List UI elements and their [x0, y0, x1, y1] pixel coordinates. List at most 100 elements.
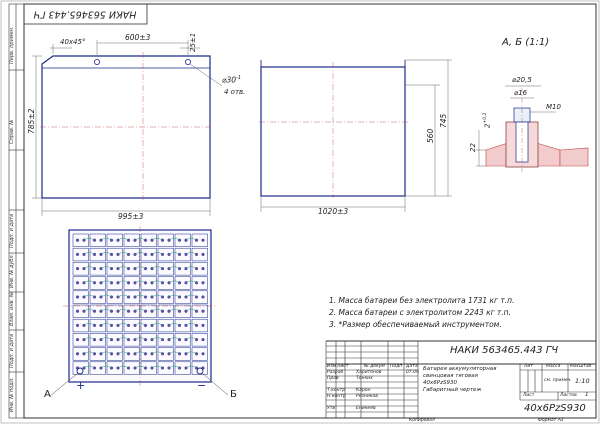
tb-date-developer: 07.09: [406, 370, 419, 375]
cell-connector: [100, 337, 112, 340]
cell-terminal: [194, 238, 199, 242]
cell-connector: [134, 252, 146, 255]
front-view: [32, 40, 223, 216]
cell-terminal: [75, 309, 80, 313]
tb-col-sign: Подп: [390, 364, 403, 369]
battery-cell: [174, 276, 191, 290]
dim-hole-diameter: ⌀30-1: [222, 76, 241, 84]
cell-connector: [100, 252, 112, 255]
battery-cell: [123, 262, 140, 276]
cell-connector: [117, 308, 129, 312]
tb-mass-value: см. примеч.: [544, 378, 572, 383]
battery-cell: [89, 233, 106, 247]
battery-cell: [123, 318, 140, 333]
cell-connector: [117, 252, 129, 255]
cell-terminal: [92, 238, 97, 242]
tb-name-norm-control: Резников: [356, 394, 378, 399]
plan-label-b: Б: [230, 389, 237, 400]
battery-cell: [89, 318, 106, 333]
battery-cell: [106, 247, 123, 262]
battery-cell: [191, 247, 208, 262]
strip-label-replace-inv: Взам. инв. №: [9, 292, 15, 326]
battery-cell: [191, 262, 208, 276]
battery-cell: [191, 304, 208, 318]
battery-cell: [123, 247, 140, 262]
battery-cell: [140, 361, 157, 375]
cell-connector: [100, 365, 112, 369]
cell-connector: [134, 365, 146, 369]
dim-hole-count: 4 отв.: [224, 88, 246, 96]
battery-cell: [174, 290, 191, 304]
cell-terminal: [75, 281, 80, 285]
cell-connector: [100, 294, 112, 298]
detail-height: 22: [469, 143, 477, 152]
cell-connector: [168, 308, 180, 312]
tb-role-checker: Пров: [327, 376, 339, 381]
cell-connector: [185, 323, 197, 326]
cell-terminal: [75, 338, 80, 342]
plan-minus-label: −: [197, 379, 207, 392]
cell-connector: [151, 337, 163, 340]
top-stamp-box: [23, 3, 148, 25]
cell-connector: [151, 237, 163, 241]
tb-scale-label: Масштаб: [570, 364, 592, 369]
cell-connector: [117, 365, 129, 369]
side-view: [259, 59, 452, 212]
cell-connector: [100, 323, 112, 326]
battery-cell: [191, 333, 208, 347]
cell-connector: [151, 252, 163, 255]
battery-cell: [140, 290, 157, 304]
cell-terminal: [75, 295, 80, 299]
battery-cell: [106, 304, 123, 318]
cell-connector: [100, 266, 112, 269]
cell-connector: [83, 252, 95, 255]
cell-connector: [185, 266, 197, 269]
cell-terminal: [201, 295, 205, 299]
battery-cell: [89, 304, 106, 318]
cell-connector: [134, 280, 146, 284]
dim-hole-spacing: 600±3: [125, 33, 151, 42]
battery-cell: [174, 361, 191, 375]
detail-thread: М10: [546, 103, 561, 111]
cell-connector: [117, 351, 129, 355]
tb-col-izm: Изм: [327, 364, 337, 369]
battery-cell: [89, 290, 106, 304]
cell-connector: [151, 294, 163, 298]
battery-cell: [157, 333, 174, 347]
detail-chamfer-tol: +0,2: [483, 112, 488, 124]
battery-cell: [106, 290, 123, 304]
battery-cell: [157, 247, 174, 262]
battery-cell: [140, 247, 157, 262]
battery-cell: [123, 333, 140, 347]
tb-product: 40х6PzS930: [524, 403, 586, 414]
strip-label-sign-date-2: Подп. и дата: [9, 333, 15, 368]
cell-terminal: [201, 338, 205, 342]
dim-chamfer: 40х45°: [60, 38, 86, 46]
tb-role-norm-control: Н.контр: [327, 394, 346, 399]
cell-terminal: [75, 252, 80, 256]
cell-connector: [117, 337, 129, 340]
cell-connector: [151, 280, 163, 284]
cell-terminal: [126, 238, 131, 242]
battery-cell: [89, 262, 106, 276]
format-label: Формат А3: [538, 418, 564, 423]
battery-cell: [106, 262, 123, 276]
cell-connector: [151, 266, 163, 269]
cell-connector: [100, 308, 112, 312]
cell-connector: [100, 280, 112, 284]
battery-cell: [157, 347, 174, 361]
cell-terminal: [75, 267, 80, 271]
cell-connector: [134, 308, 146, 312]
detail-d-inner: ⌀16: [514, 89, 528, 97]
cell-terminal: [75, 238, 80, 242]
battery-cell: [89, 247, 106, 262]
dim-side-outer-height: 745: [439, 113, 448, 128]
tb-sheets-value: 1: [585, 392, 589, 398]
cell-connector: [117, 294, 129, 298]
battery-cell: [174, 347, 191, 361]
cell-terminal: [201, 352, 205, 356]
cell-connector: [117, 237, 129, 241]
cell-connector: [134, 237, 146, 241]
cell-connector: [168, 252, 180, 255]
